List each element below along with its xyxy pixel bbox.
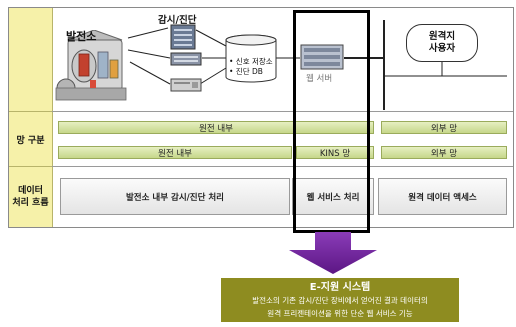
callout-line2: 원격 프리젠테이션을 위한 단순 웹 서비스 기능 — [267, 308, 413, 318]
flow-row-label-line2: 처리 흐름 — [12, 198, 49, 208]
callout-line1: 발전소의 기존 감시/진단 장비에서 얻어진 결과 데이터의 — [252, 295, 428, 305]
monitor-server-tower-icon — [170, 24, 196, 50]
db-label-line2: • 진단 DB — [229, 67, 263, 76]
web-server-icon — [300, 44, 344, 70]
row-label-flow: 데이터 처리 흐름 — [9, 167, 53, 227]
network-row-label: 망 구분 — [16, 135, 45, 146]
remote-user-line1: 원격지 — [428, 31, 456, 42]
flow-remote-access-box: 원격 데이터 액세스 — [378, 178, 507, 215]
network-row2-kins-bar: KINS 망 — [296, 146, 374, 159]
network-row1-external-bar: 외부 망 — [381, 121, 507, 134]
database-icon — [225, 34, 277, 83]
remote-user-line2: 사용자 — [428, 43, 456, 54]
connection-lines — [127, 20, 507, 110]
plant-label: 발전소 — [66, 30, 97, 43]
web-server-label: 웹 서버 — [306, 74, 333, 84]
divider-top — [52, 111, 513, 112]
diagram-frame — [8, 7, 514, 228]
monitor-server-desktop-icon — [170, 78, 202, 92]
divider-mid — [52, 166, 513, 167]
network-row2-external-bar: 외부 망 — [381, 146, 507, 159]
row-label-network: 망 구분 — [9, 112, 53, 167]
remote-user-box: 원격지 사용자 — [406, 24, 478, 62]
row-label-top — [9, 8, 53, 112]
monitor-label: 감시/진단 — [158, 15, 197, 26]
monitor-server-rack-icon — [170, 52, 202, 66]
down-arrow — [289, 232, 377, 274]
flow-web-service-box: 웹 서비스 처리 — [292, 178, 374, 215]
flow-plant-processing-box: 발전소 내부 감시/진단 처리 — [60, 178, 290, 215]
network-row2-internal-bar: 원전 내부 — [58, 146, 292, 159]
flow-row-label-line1: 데이터 — [18, 186, 43, 196]
callout-title: E-지원 시스템 — [309, 281, 371, 293]
db-label-line1: • 신호 저장소 — [229, 57, 273, 66]
web-service-highlight-frame — [293, 10, 370, 233]
e-support-callout: E-지원 시스템 발전소의 기존 감시/진단 장비에서 얻어진 결과 데이터의 … — [221, 278, 459, 322]
power-plant-illustration — [55, 30, 127, 101]
